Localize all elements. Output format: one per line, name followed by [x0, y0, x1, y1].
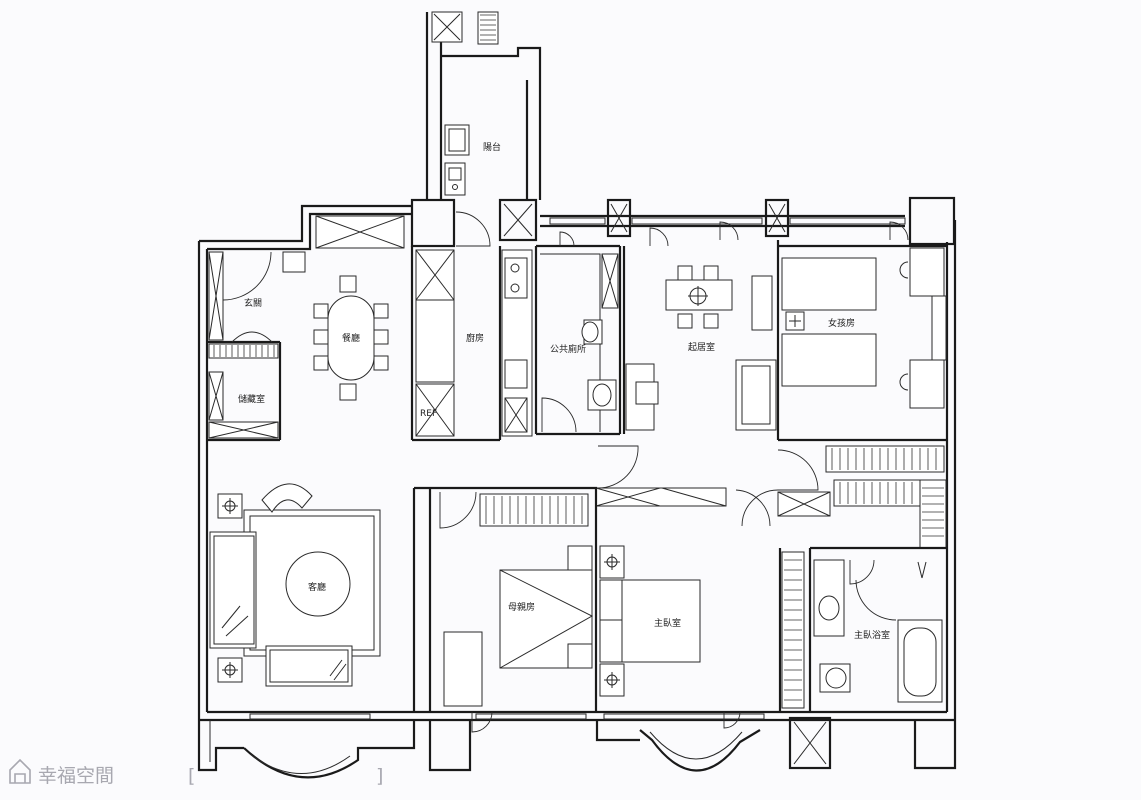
public-bath-area	[534, 231, 622, 436]
structural-columns	[315, 196, 956, 249]
label-kitchen: 廚房	[466, 332, 484, 344]
label-girls-room: 女孩房	[828, 317, 855, 329]
watermark-brand: 幸福空間	[38, 765, 114, 787]
entrance-area	[207, 251, 306, 442]
watermark: 幸福空間 [ ]	[9, 758, 383, 787]
girls-room-area	[778, 221, 947, 442]
label-storage: 儲藏室	[238, 393, 265, 405]
label-balcony: 陽台	[483, 141, 501, 153]
bay-windows	[197, 716, 957, 779]
label-public-bath: 公共廁所	[550, 343, 586, 355]
watermark-bracket-close: ]	[376, 765, 383, 787]
corridor-wardrobes	[595, 445, 947, 549]
label-dining: 餐廳	[342, 332, 360, 344]
balcony-area	[425, 11, 542, 200]
watermark-bracket-open: [	[188, 765, 195, 787]
house-logo-icon	[9, 758, 31, 784]
kitchen-area	[410, 211, 533, 442]
living-area	[209, 483, 477, 712]
master-bath-area	[808, 546, 947, 712]
room-labels: 陽台 玄關 餐廳 廚房 公共廁所 起居室 女孩房 儲藏室 REF 客廳 母親房 …	[238, 141, 890, 641]
label-living: 客廳	[308, 581, 326, 593]
label-entrance: 玄關	[244, 297, 262, 309]
family-room-area	[622, 221, 780, 440]
master-bedroom-area	[599, 489, 805, 729]
parents-room-area	[440, 486, 598, 733]
dining-table-set	[313, 275, 389, 401]
label-fridge: REF	[420, 409, 437, 419]
label-master-bath: 主臥浴室	[854, 629, 890, 641]
label-parents-room: 母親房	[508, 601, 535, 613]
label-master-bedroom: 主臥室	[654, 617, 681, 629]
windows	[249, 217, 906, 720]
label-family-room: 起居室	[688, 341, 715, 353]
